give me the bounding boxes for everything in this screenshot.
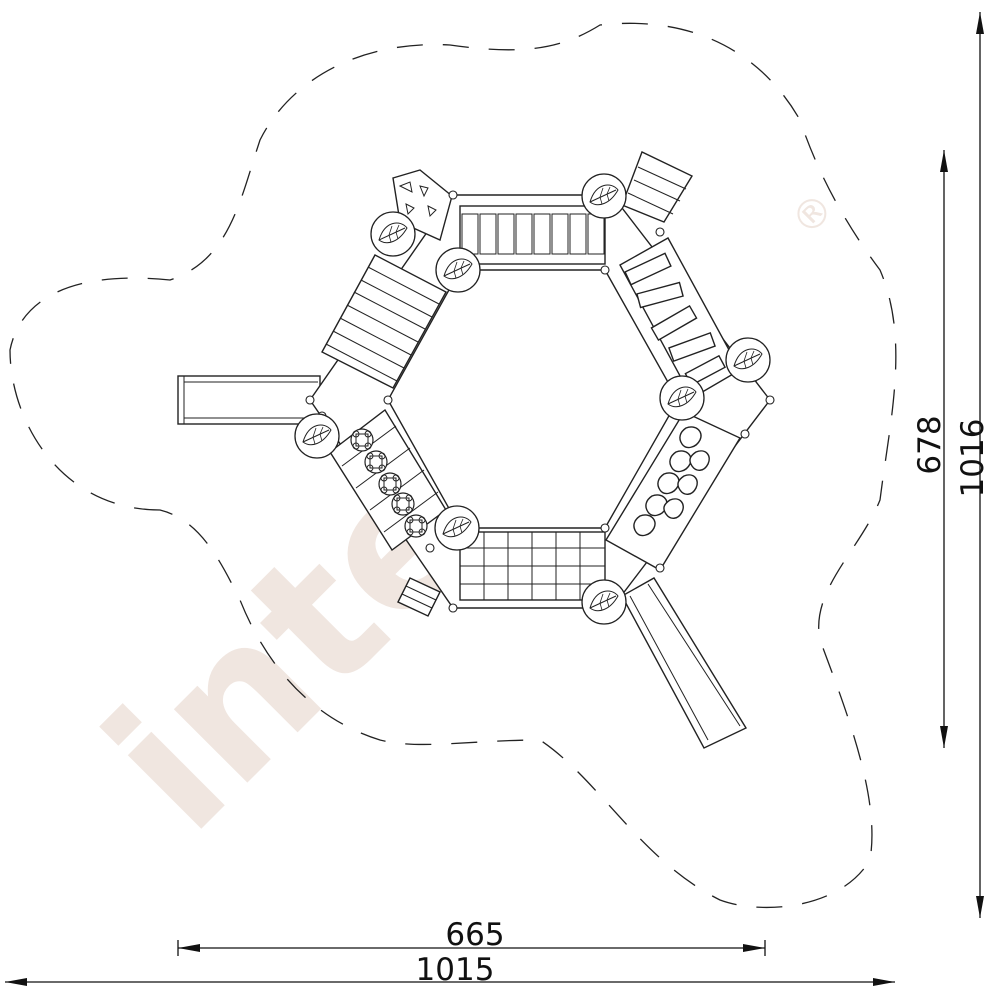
outer-height-label: 1016 [955,419,991,498]
top-ladder [621,151,693,223]
top-bridge [459,205,606,265]
upper-right-bridge [619,237,741,399]
dimension-inner-width: 665 [177,917,766,956]
diagonal-slide [621,577,748,749]
bottom-steps [397,577,441,617]
inner-height-label: 678 [912,415,948,474]
dimension-outer-width: 1015 [5,952,895,988]
lower-right-bridge [605,411,742,571]
registered-mark: ® [783,184,844,245]
dimension-outer-height: 1016 [955,12,991,918]
left-slide [177,375,321,425]
dimension-inner-height: 678 [912,150,948,748]
bottom-bridge [459,531,606,601]
upper-left-bridge [321,254,447,389]
outer-width-label: 1015 [416,952,495,988]
hexagon-structure [305,169,775,613]
inner-width-label: 665 [445,917,504,953]
